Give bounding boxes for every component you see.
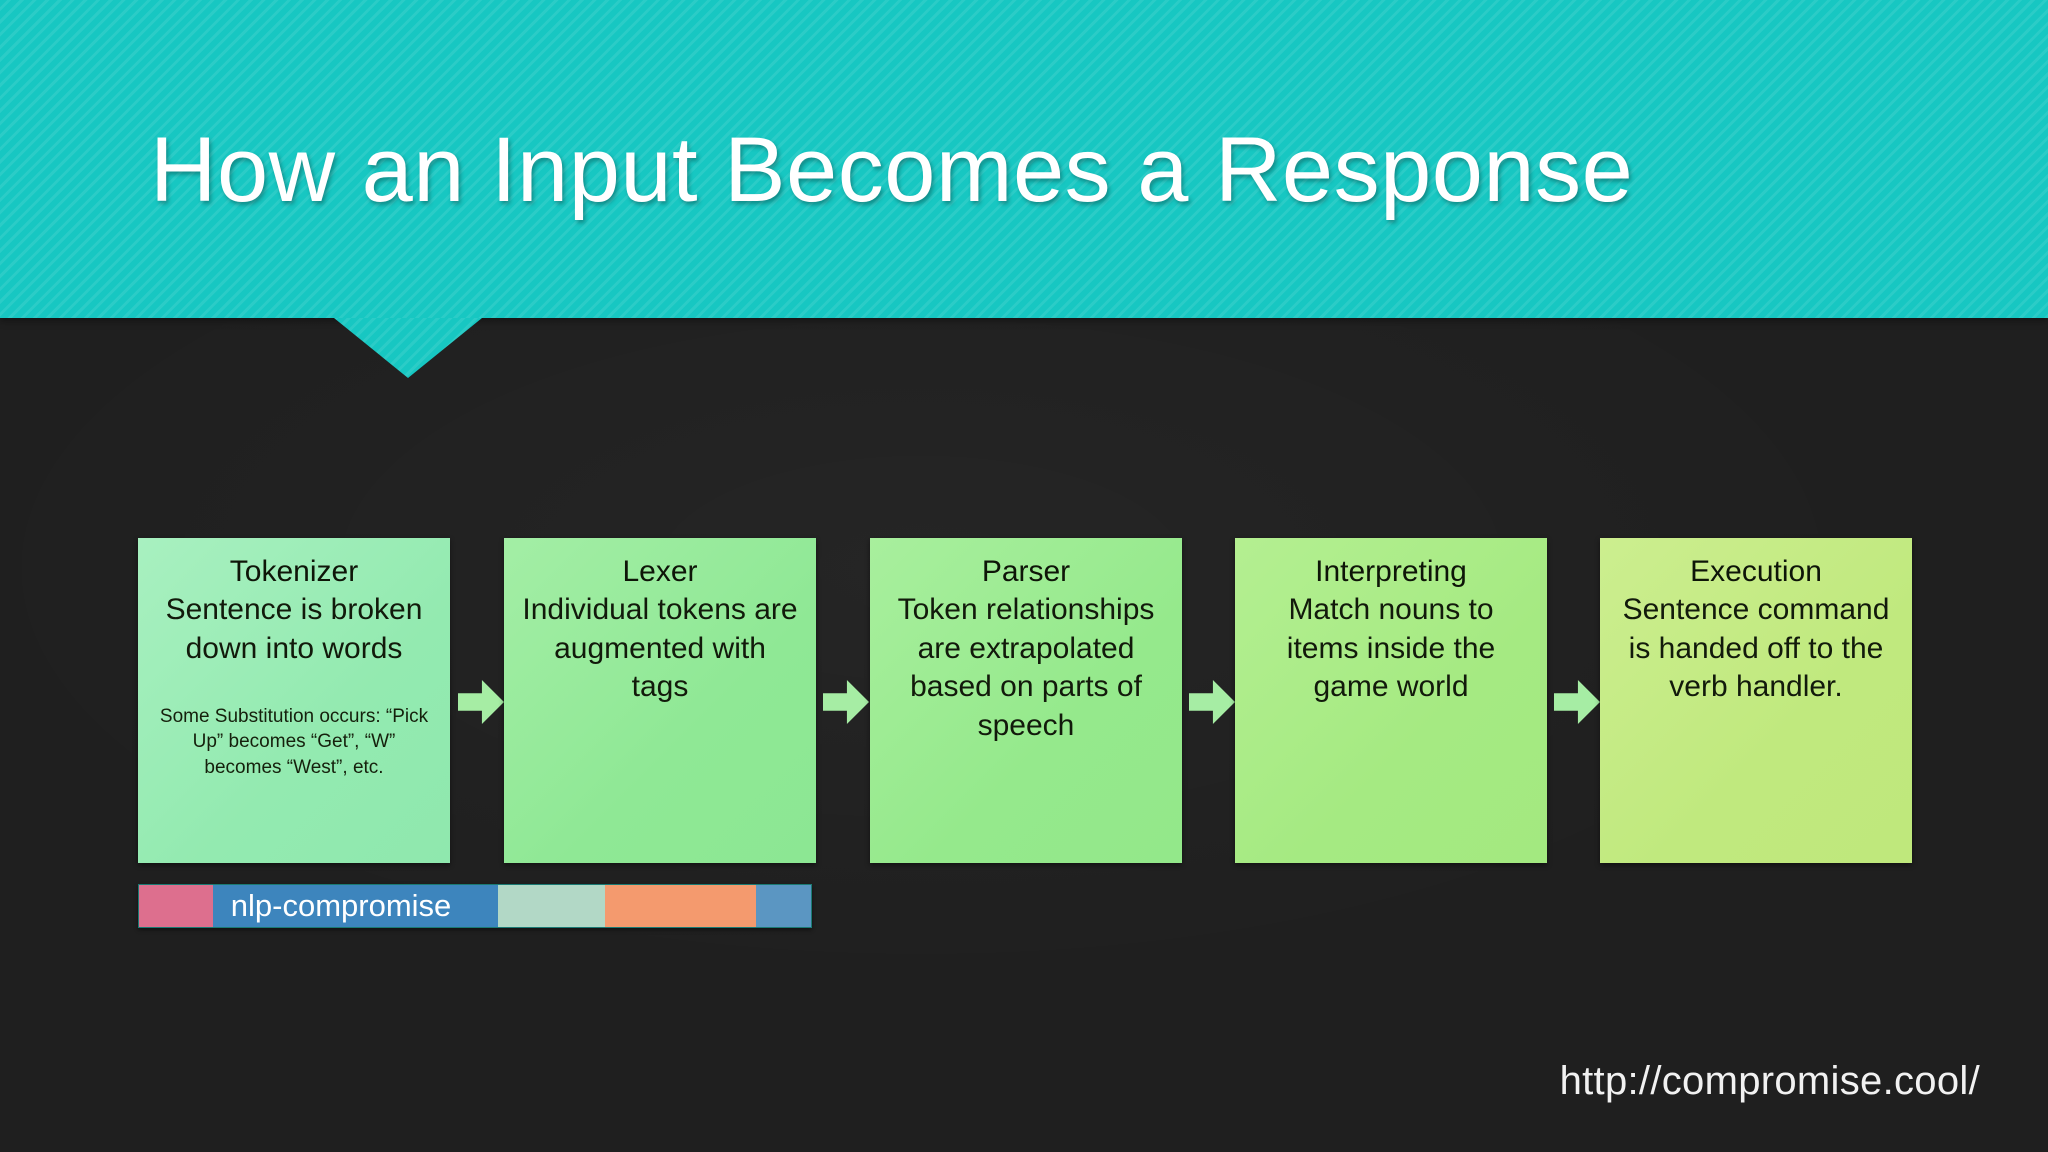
footer-url[interactable]: http://compromise.cool/ bbox=[1559, 1059, 1980, 1103]
stage-title: Execution bbox=[1690, 555, 1822, 588]
stage-note: Some Substitution occurs: “Pick Up” beco… bbox=[159, 706, 429, 778]
segment-pink bbox=[139, 885, 213, 927]
pipeline-stage-tokenizer[interactable]: Tokenizer Sentence is broken down into w… bbox=[138, 538, 450, 863]
arrow-right-icon bbox=[1189, 680, 1235, 724]
page-title: How an Input Becomes a Response bbox=[150, 119, 1634, 221]
stage-title: Lexer bbox=[622, 555, 698, 588]
segment-steel bbox=[756, 885, 812, 927]
stage-title: Interpreting bbox=[1315, 555, 1467, 588]
stage-title: Parser bbox=[981, 555, 1071, 588]
arrow-right-icon bbox=[458, 680, 504, 724]
pipeline-stage-interpreting[interactable]: Interpreting Match nouns to items inside… bbox=[1235, 538, 1547, 863]
header-band bbox=[0, 0, 2048, 318]
stage-description: Token relationships are extrapolated bas… bbox=[897, 593, 1155, 742]
pipeline-stage-execution[interactable]: Execution Sentence command is handed off… bbox=[1600, 538, 1912, 863]
arrow-right-icon bbox=[823, 680, 869, 724]
library-name-label: nlp-compromise bbox=[230, 888, 452, 923]
segment-orange bbox=[604, 885, 757, 927]
pipeline-stage-lexer[interactable]: Lexer Individual tokens are augmented wi… bbox=[504, 538, 816, 863]
header-notch-triangle bbox=[334, 318, 482, 378]
stage-description: Sentence command is handed off to the ve… bbox=[1622, 593, 1890, 704]
arrow-right-icon bbox=[1554, 680, 1600, 724]
library-color-bar[interactable]: nlp-compromise bbox=[138, 884, 812, 928]
stage-description: Match nouns to items inside the game wor… bbox=[1286, 593, 1496, 704]
segment-blue: nlp-compromise bbox=[212, 885, 498, 927]
stage-description: Individual tokens are augmented with tag… bbox=[522, 593, 798, 704]
stage-description: Sentence is broken down into words bbox=[165, 593, 423, 665]
stage-title: Tokenizer bbox=[229, 555, 359, 588]
pipeline-stage-parser[interactable]: Parser Token relationships are extrapola… bbox=[870, 538, 1182, 863]
segment-mint bbox=[497, 885, 605, 927]
